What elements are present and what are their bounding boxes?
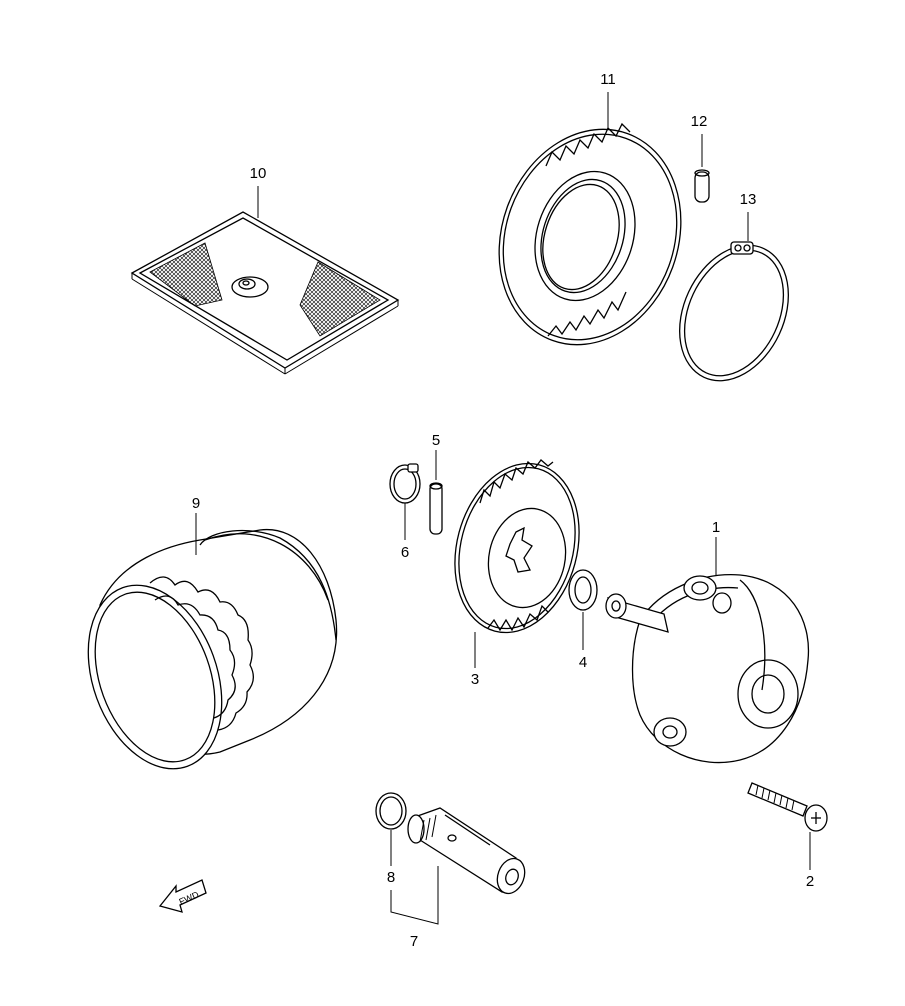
part-6-clip xyxy=(389,463,421,540)
part-5-pin xyxy=(429,450,443,535)
part-3-oil-pump-gear xyxy=(454,459,580,668)
fwd-direction-arrow: FWD xyxy=(158,879,207,913)
part-9-oil-filter xyxy=(87,513,338,770)
callout-7: 7 xyxy=(410,933,418,950)
callout-12: 12 xyxy=(691,113,708,130)
callout-2: 2 xyxy=(806,873,814,890)
callout-9: 9 xyxy=(192,495,200,512)
callout-6: 6 xyxy=(401,544,409,561)
callout-4: 4 xyxy=(579,654,587,671)
part-8-o-ring xyxy=(375,792,407,866)
part-11-starter-driven-gear xyxy=(498,122,682,346)
callout-1: 1 xyxy=(712,519,720,536)
callout-3: 3 xyxy=(471,671,479,688)
callout-8: 8 xyxy=(387,869,395,886)
part-4-washer xyxy=(568,569,598,650)
part-7-fitting xyxy=(390,807,526,925)
part-12-pin xyxy=(694,134,710,203)
callout-11: 11 xyxy=(600,71,616,88)
callout-10: 10 xyxy=(250,165,267,182)
part-1-oil-pump xyxy=(605,537,810,764)
part-13-circlip xyxy=(679,212,789,382)
callout-5: 5 xyxy=(432,432,440,449)
part-2-screw xyxy=(747,782,828,870)
part-10-oil-strainer xyxy=(130,211,400,375)
callout-13: 13 xyxy=(740,191,757,208)
